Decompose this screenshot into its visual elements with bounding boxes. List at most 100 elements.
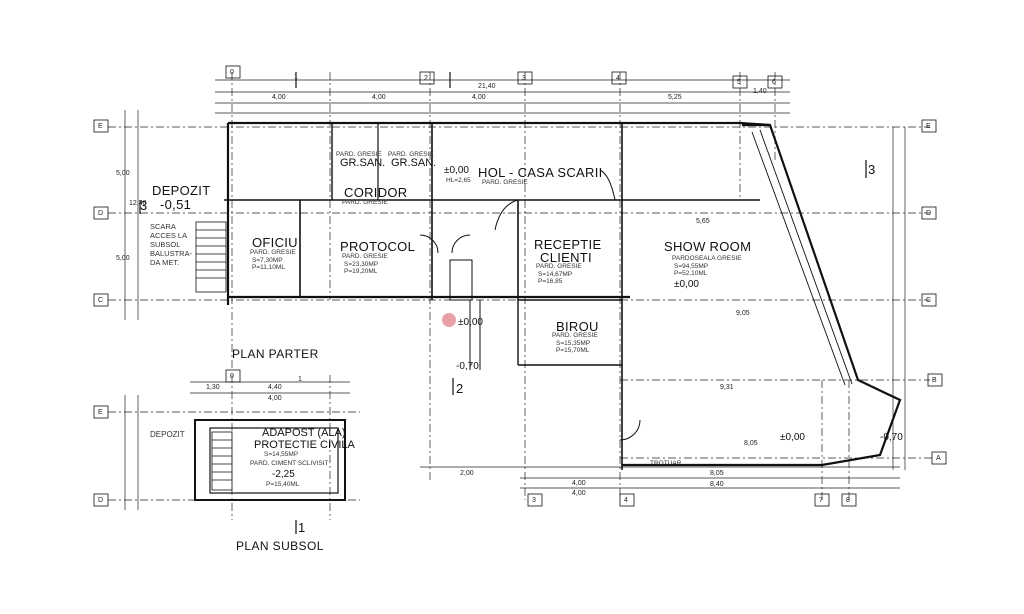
axis-right-c: C bbox=[926, 297, 932, 304]
room-adapost-perimeter: P=15,40ML bbox=[266, 481, 300, 488]
room-hol-floor: PARD. GRESIE bbox=[482, 179, 528, 186]
plan-title-basement: PLAN SUBSOL bbox=[236, 539, 324, 553]
dim-top-seg-3: 4,00 bbox=[472, 94, 486, 101]
axis-left-c: C bbox=[98, 297, 104, 304]
outside-level: -0,70 bbox=[456, 361, 479, 372]
room-showroom-floor: PARDOSEALA GRESIE bbox=[672, 255, 742, 262]
room-depozit-name: DEPOZIT bbox=[152, 183, 211, 198]
trotuar-level: ±0,00 bbox=[780, 432, 805, 443]
room-gr-san-1-floor: PARD. GRESIE bbox=[336, 151, 382, 158]
trotuar-label: TROTUAR bbox=[650, 460, 682, 467]
dim-bottom-seg-1: 2,00 bbox=[460, 470, 474, 477]
axis-top-3: 3 bbox=[522, 75, 526, 82]
entrance-level: ±0,00 bbox=[458, 317, 483, 328]
stair-note-1: SCARA bbox=[150, 222, 176, 231]
room-protocol-area: S=23,30MP bbox=[344, 261, 379, 268]
room-birou-perimeter: P=15,70ML bbox=[556, 347, 590, 354]
axis-top-0: 0 bbox=[230, 69, 234, 76]
axis-basement-top-1: 1 bbox=[298, 376, 302, 383]
room-birou-area: S=15,35MP bbox=[556, 340, 591, 347]
stair-note-2: ACCES LA bbox=[150, 231, 188, 240]
stair-note-5: DA MET. bbox=[150, 258, 180, 267]
axis-left-e: E bbox=[98, 123, 103, 130]
room-adapost-floor: PARD. CIMENT SCLIVISIT bbox=[250, 460, 329, 467]
dim-top-seg-5: 1,40 bbox=[753, 88, 767, 95]
dim-top-overall: 21,40 bbox=[478, 83, 496, 90]
basement-depozit-name: DEPOZIT bbox=[150, 430, 185, 439]
trotuar-level-right: -0,70 bbox=[880, 432, 903, 443]
dim-inner-d: 8,05 bbox=[744, 440, 758, 447]
axis-top-2: 2 bbox=[424, 75, 428, 82]
dim-left-a: 5,00 bbox=[116, 170, 130, 177]
axis-right-e: E bbox=[926, 123, 931, 130]
room-adapost-name2: PROTECTIE CIVILA bbox=[254, 439, 355, 451]
room-receptie-name2: CLIENTI bbox=[540, 250, 592, 265]
dim-basement-seg-2: 4,00 bbox=[268, 395, 282, 402]
dim-inner-a: 9,31 bbox=[720, 384, 734, 391]
marker-dot bbox=[442, 313, 456, 327]
plan-title-ground: PLAN PARTER bbox=[232, 347, 319, 361]
dim-top-seg-1: 4,00 bbox=[272, 94, 286, 101]
room-corridor-name: CORIDOR bbox=[344, 185, 408, 200]
axis-basement-left-d: D bbox=[98, 497, 104, 504]
room-hol-height: HL=2,65 bbox=[446, 177, 471, 184]
axis-top-1: 1 bbox=[294, 74, 298, 81]
axis-top-6: 6 bbox=[772, 79, 776, 86]
axis-left-d: D bbox=[98, 210, 104, 217]
room-gr-san-2-floor: PARD. GRESIE bbox=[388, 151, 434, 158]
dim-bottom-seg-2: 4,00 bbox=[572, 480, 586, 487]
room-adapost-name: ADAPOST (ALA) bbox=[262, 427, 346, 439]
dim-top-seg-2: 4,00 bbox=[372, 94, 386, 101]
axis-bottom-4: 4 bbox=[624, 497, 628, 504]
room-adapost-level: -2,25 bbox=[272, 469, 295, 480]
room-protocol-name: PROTOCOL bbox=[340, 239, 416, 254]
room-gr-san-2-name: GR.SAN. bbox=[391, 157, 437, 169]
dim-left-c: 12,40 bbox=[129, 200, 147, 207]
dim-left-b: 5,00 bbox=[116, 255, 130, 262]
dim-bottom-overall: 8,40 bbox=[710, 481, 724, 488]
axis-bottom-7: 7 bbox=[819, 497, 823, 504]
room-hol-level: ±0,00 bbox=[444, 165, 469, 176]
axis-right-d: D bbox=[926, 210, 932, 217]
stair-note-4: BALUSTRA- bbox=[150, 249, 193, 258]
section-2-bottom: 2 bbox=[456, 381, 464, 396]
axis-basement-left-e: E bbox=[98, 409, 103, 416]
axis-top-5: 5 bbox=[737, 79, 741, 86]
axis-right-b: B bbox=[932, 377, 937, 384]
room-oficiu-perimeter: P=11,10ML bbox=[252, 264, 285, 271]
axis-bottom-3: 3 bbox=[532, 497, 536, 504]
section-1-bottom: 1 bbox=[298, 520, 306, 535]
dim-bottom-seg-3: 8,05 bbox=[710, 470, 724, 477]
room-receptie-area: S=14,67MP bbox=[538, 271, 573, 278]
room-protocol-perimeter: P=19,20ML bbox=[344, 268, 378, 275]
room-oficiu-floor: PARD. GRESIE bbox=[250, 249, 296, 256]
axis-right-a: A bbox=[936, 455, 941, 462]
room-protocol-floor: PARD. GRESIE bbox=[342, 253, 388, 260]
room-corridor-floor: PARD. GRESIE bbox=[342, 199, 388, 206]
room-showroom-perimeter: P=52,10ML bbox=[674, 270, 708, 277]
room-receptie-perimeter: P=16,85 bbox=[538, 278, 563, 285]
dim-inner-c: 5,65 bbox=[696, 218, 710, 225]
room-birou-floor: PARD. GRESIE bbox=[552, 332, 598, 339]
room-receptie-floor: PARD. GRESIE bbox=[536, 263, 582, 270]
room-adapost-area: S=14,55MP bbox=[264, 451, 299, 458]
dim-top-seg-4: 5,25 bbox=[668, 94, 682, 101]
dim-bottom-sub: 4,00 bbox=[572, 490, 586, 497]
section-3-right: 3 bbox=[868, 162, 876, 177]
dim-basement-seg-1: 1,30 bbox=[206, 384, 220, 391]
room-depozit-level: -0,51 bbox=[160, 197, 192, 212]
room-oficiu-name: OFICIU bbox=[252, 235, 298, 250]
room-receptie-name: RECEPTIE bbox=[534, 237, 602, 252]
axis-basement-top-0: 0 bbox=[230, 373, 234, 380]
axis-top-4: 4 bbox=[616, 75, 620, 82]
room-showroom-level: ±0,00 bbox=[674, 279, 699, 290]
dim-inner-b: 9,05 bbox=[736, 310, 750, 317]
room-birou-name: BIROU bbox=[556, 319, 599, 334]
room-oficiu-area: S=7,30MP bbox=[252, 257, 283, 264]
section-3-left: 3 bbox=[140, 198, 148, 213]
room-showroom-area: S=94,55MP bbox=[674, 263, 709, 270]
dim-basement-overall: 4,40 bbox=[268, 384, 282, 391]
room-showroom-name: SHOW ROOM bbox=[664, 239, 752, 254]
stair-note-3: SUBSOL bbox=[150, 240, 181, 249]
